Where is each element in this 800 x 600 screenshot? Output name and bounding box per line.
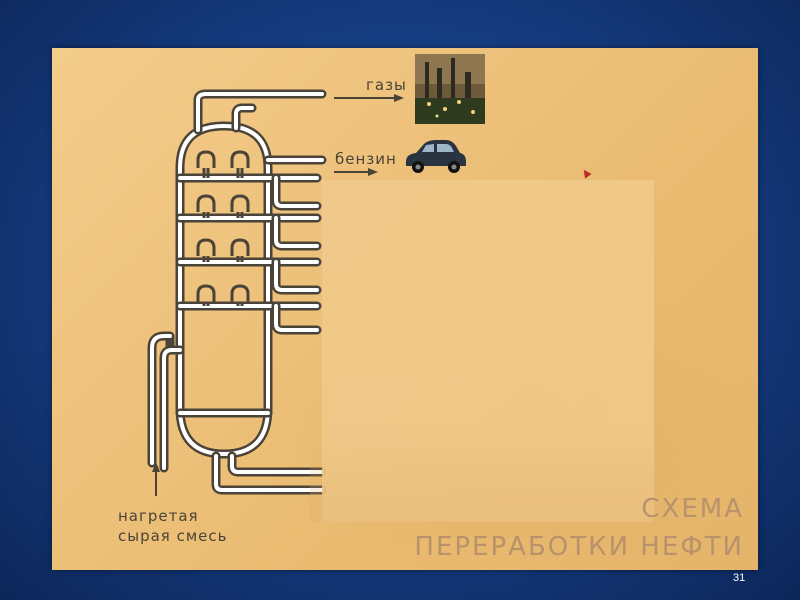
covered-area <box>322 180 654 522</box>
bottom-pipes <box>216 456 322 490</box>
factory-icon <box>415 54 485 124</box>
label-feed-line2: сырая смесь <box>118 526 227 546</box>
car-icon <box>402 134 468 176</box>
slide-number: 31 <box>733 572 745 584</box>
factory-image <box>415 54 485 124</box>
car-image <box>402 134 468 176</box>
arrow-gasoline <box>334 168 378 176</box>
label-gasoline: бензин <box>335 150 397 168</box>
title-line2: ПЕРЕРАБОТКИ НЕФТИ <box>414 528 744 566</box>
title-line1: СХЕМА <box>414 490 744 528</box>
slide-title: СХЕМА ПЕРЕРАБОТКИ НЕФТИ <box>414 490 744 566</box>
label-gases: газы <box>366 76 407 94</box>
slide: газы бензин нагретая сырая смесь СХЕМА П… <box>52 48 758 570</box>
label-feed-line1: нагретая <box>118 506 227 526</box>
arrow-gases <box>334 94 404 102</box>
label-feed: нагретая сырая смесь <box>118 506 227 546</box>
